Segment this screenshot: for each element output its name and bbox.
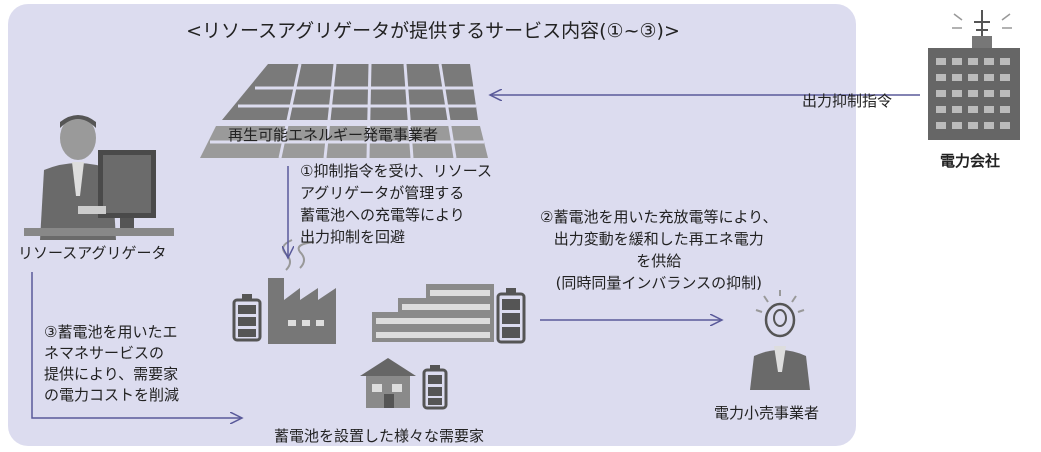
utility-building-icon <box>928 10 1020 140</box>
aggregator-person-icon <box>24 115 174 240</box>
utility-label: 電力会社 <box>940 152 1001 170</box>
factory-battery-icon <box>232 239 336 344</box>
retailer-person-bulb-icon <box>750 290 810 390</box>
step3-text: ③蓄電池を用いたエ ネマネサービスの 提供により、需要家 の電力コストを削減 <box>44 323 180 404</box>
diagram-title: <リソースアグリゲータが提供するサービス内容(①~③)> <box>186 20 680 42</box>
curtailment-order-label: 出力抑制指令 <box>802 92 893 110</box>
office-building-battery-icon <box>372 284 526 344</box>
step1-text: ①抑制指令を受け、リソース アグリゲータが管理する 蓄電池への充電等により 出力… <box>300 162 492 246</box>
arrow-aggregator-to-consumers <box>31 272 242 418</box>
step2-text: ②蓄電池を用いた充放電等により、 出力変動を緩和した再エネ電力 を供給 (同時同… <box>540 208 778 292</box>
house-battery-icon <box>360 358 448 410</box>
aggregator-label: リソースアグリゲータ <box>18 244 167 262</box>
retailer-label: 電力小売事業者 <box>714 404 820 422</box>
consumers-label: 蓄電池を設置した様々な需要家 <box>274 427 485 445</box>
solar-panel-icon <box>200 63 488 159</box>
diagram-arrows <box>31 95 920 418</box>
renewable-generator-label: 再生可能エネルギー発電事業者 <box>228 126 439 144</box>
